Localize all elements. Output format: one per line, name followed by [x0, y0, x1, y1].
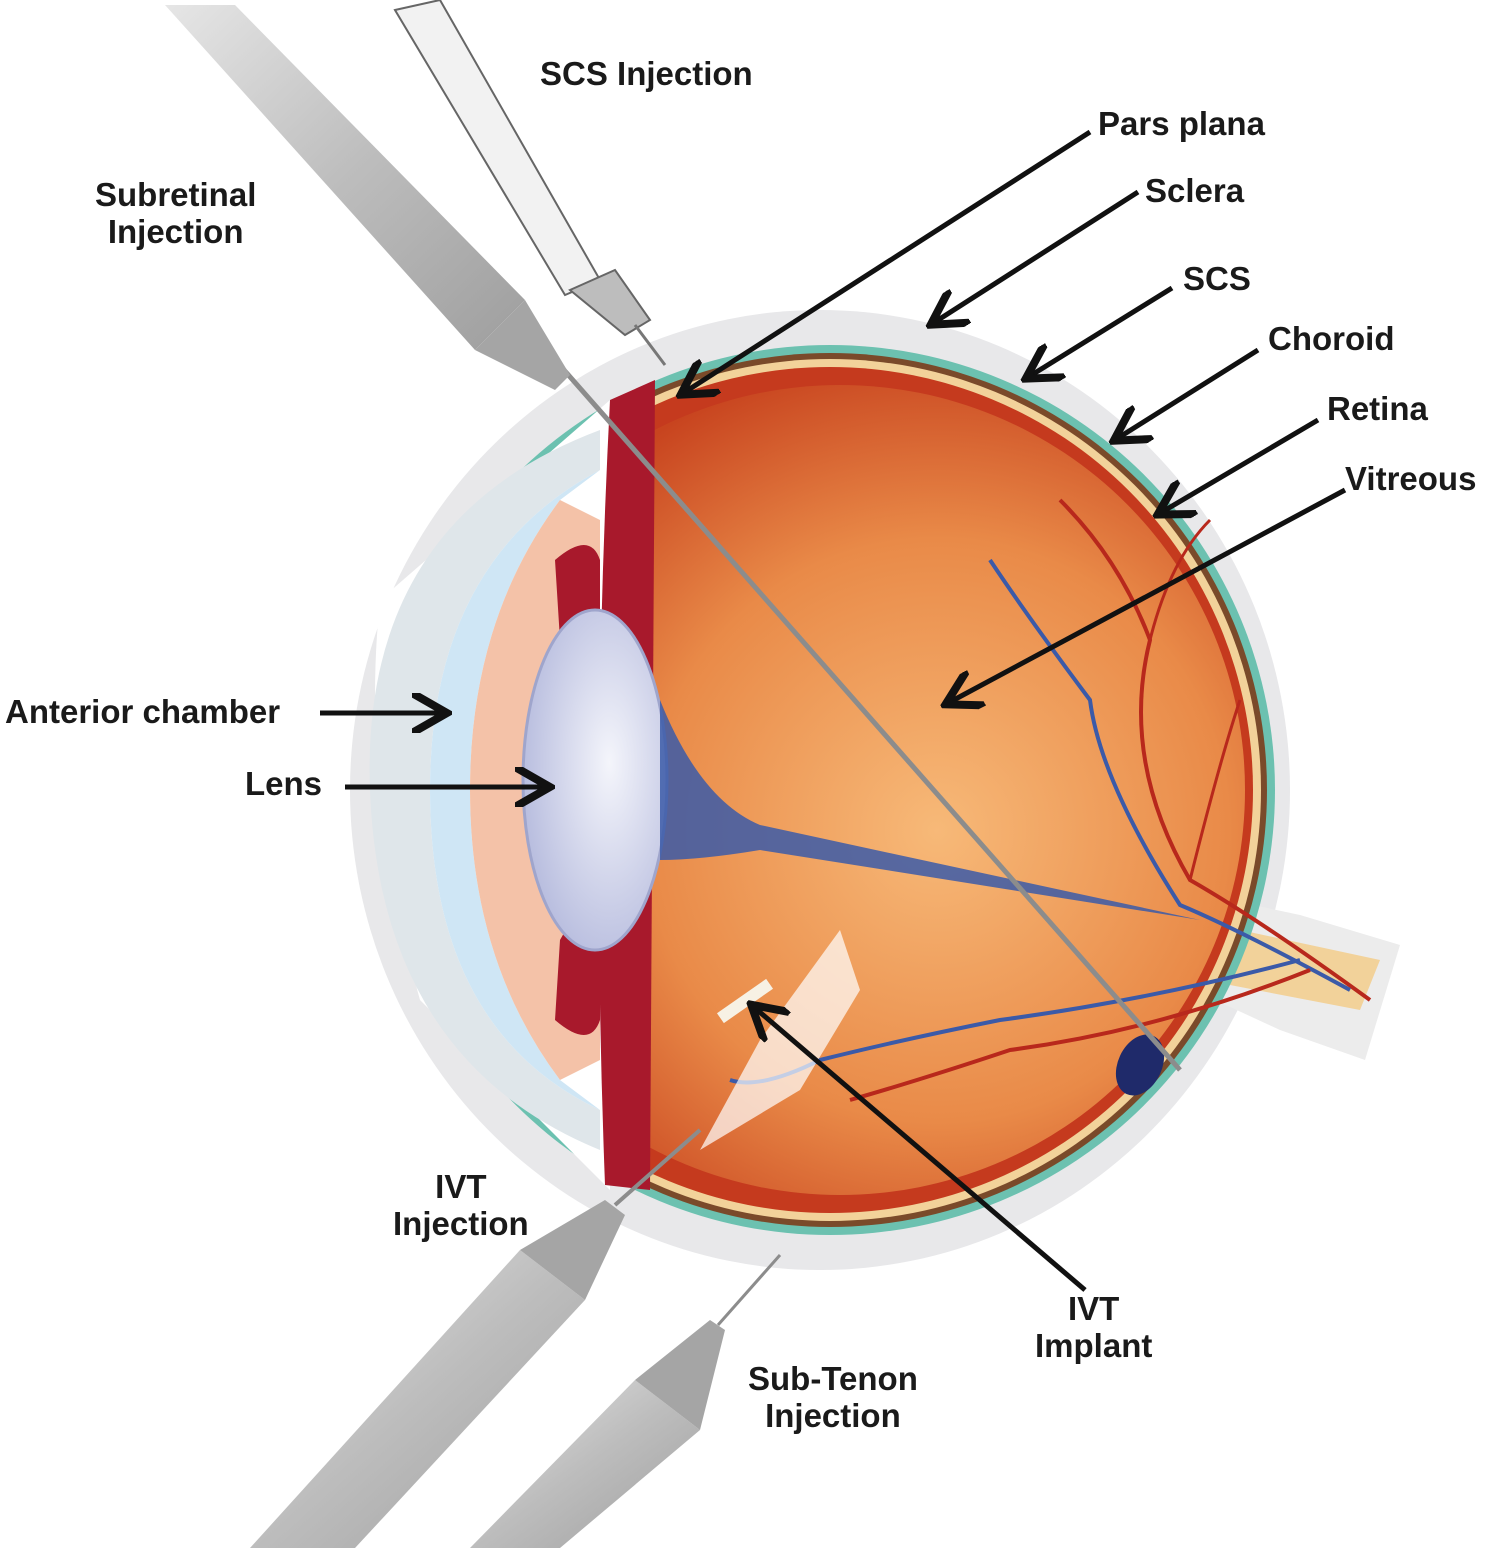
sub-tenon-syringe [470, 1254, 782, 1548]
label-anterior-chamber: Anterior chamber [5, 693, 281, 730]
label-subretinal-injection: Subretinal Injection [95, 176, 257, 250]
arrow-ivt-implant [755, 1008, 1087, 1292]
ivt-syringe [250, 1128, 702, 1548]
label-retina: Retina [1327, 390, 1428, 427]
label-scs-injection: SCS Injection [540, 55, 753, 92]
arrow-sclera [935, 189, 1140, 322]
subretinal-needle [518, 318, 1182, 1072]
arrow-choroid [1118, 347, 1260, 438]
label-ivt-implant: IVT Implant [1035, 1290, 1153, 1364]
label-scs: SCS [1183, 260, 1251, 297]
label-ivt-injection: IVT Injection [393, 1168, 529, 1242]
scs-syringe [393, 0, 667, 366]
label-vitreous: Vitreous [1345, 460, 1477, 497]
label-lens: Lens [245, 765, 323, 802]
lens [521, 608, 669, 952]
label-sclera: Sclera [1145, 172, 1245, 209]
ivt-implant [716, 978, 774, 1024]
arrow-scs [1030, 285, 1174, 376]
arrow-pars-plana [685, 129, 1092, 392]
cornea [369, 430, 600, 1150]
label-pars-plana: Pars plana [1098, 105, 1265, 142]
label-sub-tenon-injection: Sub-Tenon Injection [748, 1360, 918, 1434]
subretinal-syringe [165, 5, 525, 350]
arrow-vitreous [950, 487, 1347, 702]
arrow-retina [1162, 417, 1320, 512]
label-choroid: Choroid [1268, 320, 1395, 357]
